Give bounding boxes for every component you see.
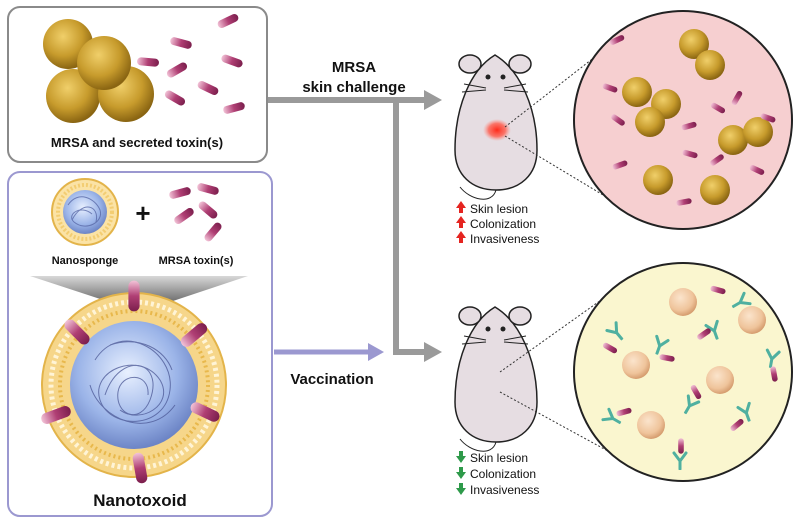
arrow-up-icon (456, 216, 466, 228)
outcome-item: Invasiveness (470, 483, 539, 497)
outcome-item: Skin lesion (470, 451, 528, 465)
mrsa-panel-caption: MRSA and secreted toxin(s) (51, 135, 223, 150)
nanosponge-icon (51, 178, 119, 246)
bacteria-cluster (43, 19, 154, 123)
outcome-item: Colonization (470, 217, 536, 231)
challenge-label-line1: MRSA (332, 59, 376, 76)
arrow-down-icon (456, 451, 466, 463)
vaccination-label: Vaccination (290, 371, 373, 388)
nanosponge-label: Nanosponge (52, 255, 119, 267)
plus-sign: + (135, 198, 150, 228)
bacteria (622, 29, 773, 205)
neutralized-bacteria (622, 288, 766, 439)
arrow-up-icon (456, 231, 466, 243)
arrow-up-icon (456, 201, 466, 213)
skin-lesion (483, 119, 511, 141)
arrow-down-icon (456, 483, 466, 495)
nanotoxoid-panel: + Nanosponge MRSA toxin(s) (7, 171, 273, 517)
infected-tissue-zoom (573, 10, 793, 230)
mrsa-panel: MRSA and secreted toxin(s) (7, 6, 268, 163)
nanotoxoid-particle (39, 280, 227, 485)
outcome-item: Invasiveness (470, 232, 539, 246)
challenge-label-line2: skin challenge (302, 79, 405, 96)
toxin-label: MRSA toxin(s) (159, 255, 234, 267)
outcome-item: Skin lesion (470, 202, 528, 216)
challenge-arrows (268, 90, 442, 362)
vaccination-arrow (274, 343, 384, 361)
arrow-down-icon (456, 467, 466, 479)
outcomes-unvaccinated: Skin lesion Colonization Invasiveness (456, 201, 539, 246)
outcomes-vaccinated: Skin lesion Colonization Invasiveness (456, 451, 539, 497)
outcome-item: Colonization (470, 467, 536, 481)
nanotoxoid-label: Nanotoxoid (93, 491, 187, 510)
protected-tissue-zoom (573, 262, 793, 482)
mouse-vaccinated (454, 306, 538, 452)
mouse-unvaccinated (454, 54, 538, 200)
